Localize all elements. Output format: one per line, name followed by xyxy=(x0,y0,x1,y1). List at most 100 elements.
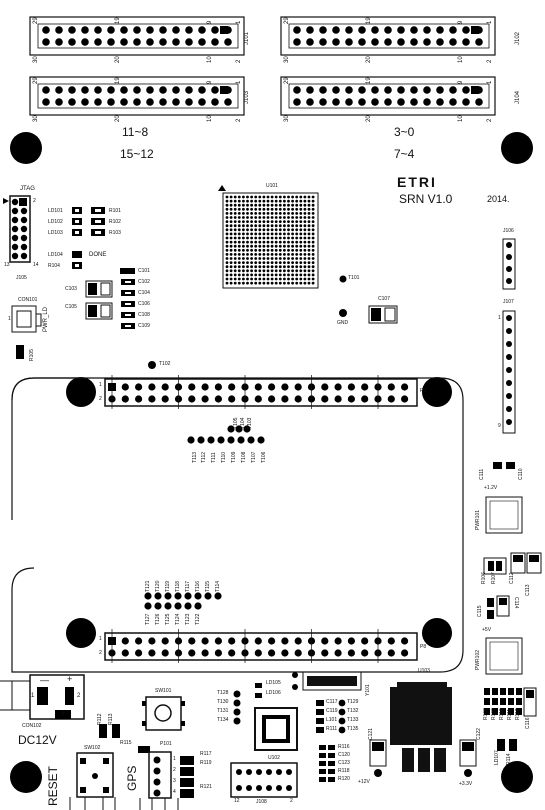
ld-label: LD105 xyxy=(266,680,281,686)
test-point-gnd[interactable] xyxy=(339,309,347,317)
res-label: R102 xyxy=(109,219,121,225)
mounting-hole xyxy=(10,761,42,793)
j104-pin-br2: 2 xyxy=(487,118,493,122)
r-label: C120 xyxy=(338,752,350,758)
cap-label: C102 xyxy=(138,279,150,285)
j107-label: J107 xyxy=(503,299,514,305)
r105-label: R105 xyxy=(29,349,35,361)
test-label: T111 xyxy=(211,452,217,463)
r112-label: R112 xyxy=(97,713,103,725)
sw102-label: SW102 xyxy=(84,745,101,751)
ld107-label: LD107 xyxy=(494,750,500,765)
jtag-connector[interactable] xyxy=(9,195,31,263)
r-bank-label: R109 xyxy=(491,708,497,720)
connector-p101[interactable] xyxy=(148,751,172,799)
test-label: T112 xyxy=(201,451,207,463)
connector-con101[interactable] xyxy=(11,305,37,333)
j103-pin-br2: 2 xyxy=(236,118,242,122)
j104-pin-br: 10 xyxy=(458,115,464,122)
test-label: T134 xyxy=(217,717,229,723)
cap-c114 xyxy=(496,595,510,617)
j101-pin-br2: 2 xyxy=(236,59,242,63)
u103-label: U103 xyxy=(418,668,430,674)
j101-label: J101 xyxy=(244,31,250,45)
r-bank-label: R108 xyxy=(483,708,489,720)
connector-j106[interactable] xyxy=(502,238,516,290)
jtag-pin14: 14 xyxy=(33,262,39,268)
j102-pin-tm: 19 xyxy=(366,17,372,24)
test-label: T131 xyxy=(217,708,229,714)
cap-c107 xyxy=(368,305,398,324)
header-outline[interactable] xyxy=(29,76,245,116)
gps-label: GPS xyxy=(125,765,139,791)
j102-pin-tl: 29 xyxy=(284,17,290,24)
r-bank-label: R110 xyxy=(499,708,505,720)
test-label: T122 xyxy=(195,613,201,625)
c115-label: C115 xyxy=(477,605,483,617)
cap-c110 xyxy=(506,462,515,469)
c116-label: C116 xyxy=(525,717,531,729)
header-p8[interactable] xyxy=(104,632,418,661)
j101-pin-bm: 20 xyxy=(115,56,121,63)
r-gps-label: R119 xyxy=(200,760,212,766)
connector-j107[interactable] xyxy=(502,310,516,434)
j101-pin-bl: 30 xyxy=(33,56,39,63)
p101-pin: 1 xyxy=(173,756,176,762)
test-label: T119 xyxy=(165,580,171,592)
header-p9[interactable] xyxy=(104,378,418,407)
test-label: T133 xyxy=(347,717,359,723)
cap-label: C119 xyxy=(326,708,338,714)
mounting-hole xyxy=(501,132,533,164)
test-point-t101[interactable] xyxy=(339,275,347,283)
header-outline[interactable] xyxy=(280,16,496,56)
cap-c113 xyxy=(526,552,542,574)
j103-label: J103 xyxy=(244,90,250,104)
j103-pin-bm: 20 xyxy=(115,115,121,122)
dc-pin3: 3 xyxy=(61,711,65,717)
dc-minus: — xyxy=(40,675,49,685)
test-label: T109 xyxy=(231,451,237,463)
button-sw101[interactable] xyxy=(145,696,182,731)
j104-pin-tr2: 1 xyxy=(487,80,493,84)
test-label: T106 xyxy=(261,451,267,463)
connector-j108[interactable] xyxy=(230,762,298,798)
j104-pin-bm: 20 xyxy=(366,115,372,122)
j103-pin-tr2: 1 xyxy=(236,80,242,84)
test-label: T107 xyxy=(251,451,257,463)
r-gps-label: R121 xyxy=(200,784,212,790)
jtag-ref: J105 xyxy=(16,275,27,281)
j108-pin2: 2 xyxy=(290,798,293,804)
r-bank-label: R111 xyxy=(507,708,513,720)
r-label: C123 xyxy=(338,760,350,766)
r113-label: R113 xyxy=(108,713,114,725)
test-label: T114 xyxy=(215,580,221,592)
c121-label: C121 xyxy=(368,728,374,740)
j101-pin-tr: 9 xyxy=(207,20,213,24)
c114-label: C114 xyxy=(513,597,519,609)
j104-pin-tm: 19 xyxy=(366,77,372,84)
cap-c103 xyxy=(85,280,113,298)
test-label: T103 xyxy=(247,417,253,429)
test-label: T120 xyxy=(155,580,161,592)
j102-pin-bm: 20 xyxy=(366,56,372,63)
test-label: T130 xyxy=(217,699,229,705)
j104-pin-bl: 30 xyxy=(284,115,290,122)
dc-pin1: 1 xyxy=(31,693,35,699)
fpga-u101 xyxy=(222,192,319,289)
test-label: T129 xyxy=(347,699,359,705)
j103-pin-tm: 19 xyxy=(115,77,121,84)
pwr102-label: PWR102 xyxy=(475,649,481,670)
mounting-hole xyxy=(422,618,452,648)
mounting-hole xyxy=(66,377,96,407)
jtag-pin13: 13 xyxy=(4,262,10,268)
header-outline[interactable] xyxy=(29,16,245,56)
test-point-t102[interactable] xyxy=(148,361,156,369)
switch-sw102[interactable] xyxy=(76,752,114,798)
header-outline[interactable] xyxy=(280,76,496,116)
j102-pin-tr2: 1 xyxy=(487,20,493,24)
res-label: R103 xyxy=(109,230,121,236)
cap-label: C103 xyxy=(65,286,77,292)
test-label: T115 xyxy=(205,580,211,592)
test-label: T135 xyxy=(347,726,359,732)
r-label: R118 xyxy=(338,768,350,774)
